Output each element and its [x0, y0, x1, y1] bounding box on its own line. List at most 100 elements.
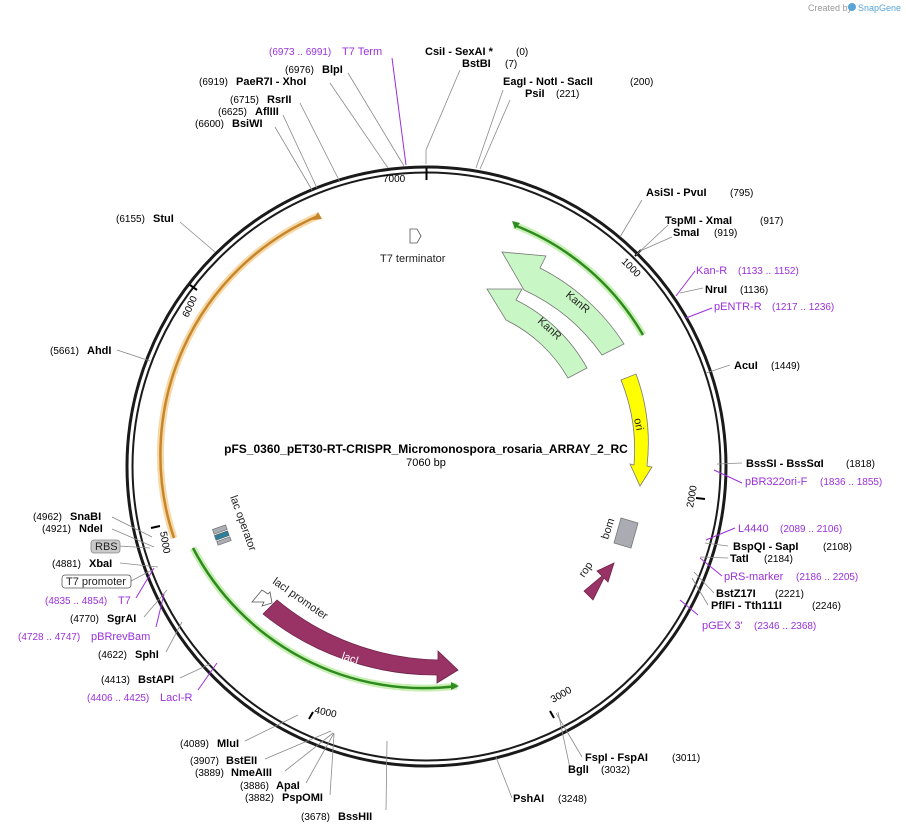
primer-pbrrev-name: pBRrevBam [91, 631, 150, 643]
credit-brand: SnapGene [858, 3, 901, 13]
t7-promoter-leader [130, 569, 153, 582]
leader-bsshii [385, 740, 388, 811]
primer-kanr-name: Kan-R [696, 265, 727, 277]
orange-trace-halo [156, 212, 320, 540]
leader-ahdi [116, 349, 151, 362]
site-tati-pos: (2184) [764, 554, 793, 565]
site-bstbi-pos: (7) [505, 59, 517, 70]
backbone-outer-strand [125, 165, 728, 768]
site-pflfi-pos: (2246) [812, 601, 841, 612]
site-csi-name: CsiI - SexAI * [425, 46, 494, 58]
primer-leaders [135, 57, 743, 691]
primer-laci-r-pos: (4406 .. 4425) [87, 693, 149, 704]
primer-pgex-pos: (2346 .. 2368) [754, 621, 816, 632]
site-nmeaiii-pos: (3889) [195, 768, 224, 779]
site-tspmi-name: TspMI - XmaI [665, 215, 732, 227]
leader-bstapi [179, 663, 211, 679]
kanr-trace-arrowhead [512, 221, 520, 229]
leader-pshai [495, 756, 513, 799]
leader-apai [305, 732, 335, 784]
site-paer7i-pos: (6919) [199, 77, 228, 88]
primer-kanr-pos: (1133 .. 1152) [738, 266, 799, 277]
leader-ndei [111, 528, 155, 548]
kanr-trace-line [513, 223, 645, 336]
primer-labels: (6973 .. 6991) T7 Term Kan-R (1133 .. 11… [18, 46, 882, 704]
tick-3000 [549, 710, 555, 719]
kanr-outer-arrow [501, 251, 625, 356]
leader-nmeaiii [284, 732, 334, 772]
site-sgrai-pos: (4770) [70, 614, 99, 625]
lac-operator-box-2 [214, 530, 230, 541]
site-mlui-pos: (4089) [180, 739, 209, 750]
site-smai-name: SmaI [673, 227, 699, 239]
site-ahdi-pos: (5661) [50, 346, 79, 357]
leader-eagi [475, 89, 504, 169]
leader-rsrii [299, 102, 341, 183]
tick-6000 [189, 284, 198, 291]
feature-t7-promoter: T7 promoter [61, 569, 153, 589]
tick-5000 [150, 525, 161, 529]
plasmid-name: pFS_0360_pET30-RT-CRISPR_Micromonospora_… [224, 442, 628, 456]
primer-t7term-name: T7 Term [342, 46, 382, 58]
site-bsshii-name: BssHII [338, 811, 372, 823]
pleader-pbrrev [155, 593, 165, 628]
site-pshai-pos: (3248) [558, 794, 587, 805]
pleader-t7 [135, 567, 155, 599]
site-bstbi-name: BstBI [462, 58, 491, 70]
site-sphi-pos: (4622) [98, 650, 127, 661]
site-rsrii-name: RsrII [267, 94, 291, 106]
site-apai-pos: (3886) [240, 781, 269, 792]
site-fspi-pos: (3011) [672, 753, 700, 764]
pleader-pgex [679, 599, 699, 616]
rop-label: rop [577, 560, 596, 580]
site-bspqi-name: BspQI - SapI [733, 541, 798, 553]
site-acui-pos: (1449) [771, 361, 800, 372]
feature-rbs: RBS [90, 539, 151, 554]
kanr-inner-arrow [486, 288, 588, 379]
site-bstapi-name: BstAPI [138, 674, 174, 686]
pleader-laci-r [197, 662, 218, 691]
primer-prs-name: pRS-marker [724, 571, 784, 583]
site-csi-pos: (0) [516, 47, 528, 58]
leader-bsiwi [274, 126, 313, 191]
site-bsteii-pos: (3907) [190, 756, 219, 767]
site-stui-name: StuI [153, 213, 174, 225]
t7-terminator-label: T7 terminator [380, 253, 446, 265]
leader-paer7i [329, 82, 389, 169]
site-nmeaiii-name: NmeAIII [231, 767, 272, 779]
plasmid-length: 7060 bp [406, 457, 446, 469]
leader-csi [425, 69, 461, 164]
laci-arrow [262, 599, 459, 684]
primer-pbr322-pos: (1836 .. 1855) [820, 477, 882, 488]
site-stui-pos: (6155) [116, 214, 145, 225]
bom-label: bom [599, 517, 617, 541]
site-bstapi-pos: (4413) [101, 675, 130, 686]
site-bsssi-pos: (1818) [846, 459, 875, 470]
leader-asisi [619, 199, 643, 238]
t7-terminator-arrow [409, 228, 422, 244]
primer-pgex-name: pGEX 3' [702, 620, 743, 632]
site-pspomi-name: PspOMI [282, 792, 323, 804]
primer-t7-pos: (4835 .. 4854) [45, 596, 107, 607]
site-bstz17i-name: BstZ17I [716, 588, 756, 600]
site-ndei-pos: (4921) [42, 524, 71, 535]
orange-trace-line [159, 214, 319, 539]
site-bstz17i-pos: (2221) [775, 589, 804, 600]
feature-rop: rop [577, 560, 615, 601]
site-blpi-pos: (6976) [285, 65, 314, 76]
t7-promoter-box [61, 574, 132, 589]
primer-t7-name: T7 [118, 595, 131, 607]
snapgene-credit: Created by SnapGene [808, 3, 901, 13]
leader-bspqi [704, 542, 729, 547]
site-tati-name: TatI [730, 553, 749, 565]
site-ndei-name: NdeI [79, 523, 103, 535]
site-eagi-name: EagI - NotI - SacII [503, 76, 593, 88]
leader-aflii [282, 114, 318, 189]
site-labels: CsiI - SexAI * (0) BstBI (7) EagI - NotI… [33, 46, 875, 823]
site-acui-name: AcuI [734, 360, 758, 372]
leader-mlui [244, 714, 299, 742]
primer-pbr322-name: pBR322ori-F [745, 476, 808, 488]
site-asisi-name: AsiSI - PvuI [646, 187, 707, 199]
feature-t7-terminator: T7 terminator [380, 228, 446, 265]
